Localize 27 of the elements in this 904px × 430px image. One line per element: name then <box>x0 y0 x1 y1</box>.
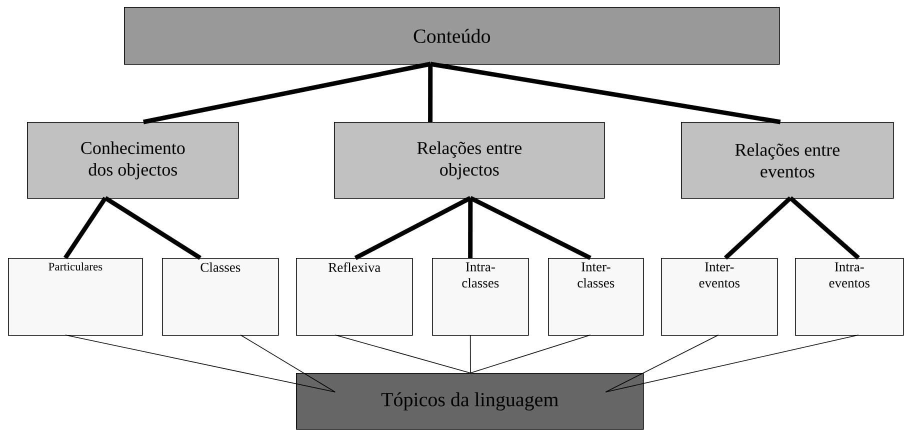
topic-box: Reflexiva <box>296 258 413 336</box>
topic-box: Inter- eventos <box>661 258 778 336</box>
topic-box: Particulares <box>8 258 143 336</box>
connector-line <box>354 196 472 260</box>
topic-box: Intra- classes <box>432 258 529 336</box>
connector-line <box>468 198 473 258</box>
connector-line <box>469 196 592 260</box>
connector-line <box>724 196 792 260</box>
connector-line <box>470 334 471 374</box>
topic-box: Classes <box>162 258 279 336</box>
connector-line <box>104 196 202 260</box>
connector-line <box>64 334 336 392</box>
connector-line <box>63 196 108 260</box>
topic-box: Intra- eventos <box>795 258 904 336</box>
language-box: Tópicos da linguagem <box>296 372 644 430</box>
connector-line <box>240 334 336 392</box>
category-box: Conhecimento dos objectos <box>27 122 239 199</box>
category-box: Relações entre eventos <box>681 122 894 199</box>
connector-line <box>605 334 719 392</box>
connector-line <box>470 334 591 374</box>
topic-box: Inter- classes <box>548 258 644 336</box>
root-box: Conteúdo <box>124 6 780 65</box>
connector-line <box>428 64 433 122</box>
connector-line <box>788 196 860 260</box>
connector-line <box>605 334 859 392</box>
connector-line <box>334 334 471 374</box>
category-box: Relações entre objectos <box>334 122 605 199</box>
